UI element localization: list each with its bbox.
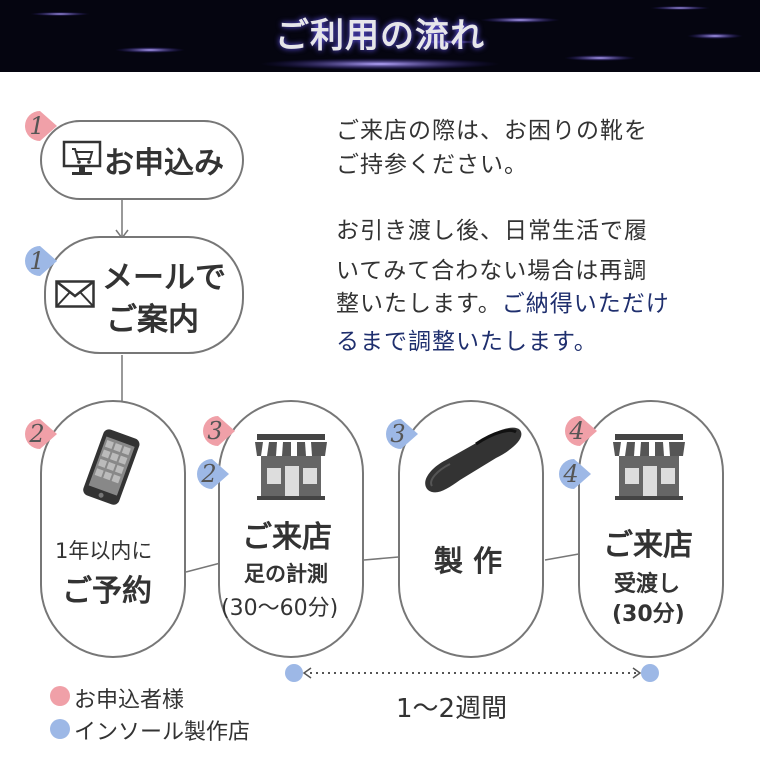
- note-line-3: お引き渡し後、日常生活で履: [336, 218, 648, 244]
- store-icon: [253, 430, 329, 506]
- step-make-label: 製 作: [434, 544, 503, 578]
- step-visit-line3: (30〜60分): [221, 596, 339, 621]
- step-reserve-badge: 2: [22, 416, 58, 452]
- step-visit-badge-pink: 3: [200, 413, 236, 449]
- note-line-4: いてみて合わない場合は再調: [336, 258, 648, 284]
- smartphone-icon: [74, 428, 148, 512]
- computer-cart-icon: [62, 140, 102, 182]
- step-reserve-line1: 1年以内に: [55, 539, 153, 563]
- step-apply-badge: 1: [22, 108, 58, 144]
- banner-light-streaks: [30, 6, 743, 70]
- step-mail-badge: 1: [22, 243, 58, 279]
- step-mail-line1: メールで: [102, 260, 226, 296]
- step-make-card: [398, 400, 544, 658]
- step-apply-label: お申込み: [104, 146, 224, 181]
- step-pickup-line2: 受渡し: [614, 572, 681, 597]
- legend-label-applicant: お申込者様: [74, 688, 185, 713]
- step-visit-line2: 足の計測: [244, 562, 328, 586]
- page-title: ご利用の流れ: [275, 16, 485, 56]
- step-mail-line2: ご案内: [106, 302, 199, 338]
- note-line-2: ご持参ください。: [336, 152, 528, 178]
- duration-end-dot: [641, 664, 659, 682]
- note-line-6: るまで調整いたします。: [336, 329, 598, 355]
- envelope-icon: [55, 280, 95, 312]
- step-visit-badge-blue: 2: [194, 456, 230, 492]
- duration-start-dot: [285, 664, 303, 682]
- note-line-5a: 整いたします。: [336, 291, 502, 317]
- step-pickup-badge-pink: 4: [562, 413, 598, 449]
- note-line-1: ご来店の際は、お困りの靴を: [336, 118, 648, 144]
- store-icon: [611, 430, 687, 506]
- step-pickup-card: [578, 400, 724, 658]
- step-pickup-badge-blue: 4: [556, 456, 592, 492]
- step-pickup-line1: ご来店: [603, 528, 693, 563]
- legend-label-maker: インソール製作店: [74, 720, 251, 745]
- note-line-5: 整いたします。ご納得いただけ: [336, 287, 670, 321]
- legend-dot-applicant: [50, 686, 70, 706]
- header-banner: ご利用の流れ: [0, 0, 760, 72]
- duration-label: 1〜2週間: [396, 694, 508, 724]
- step-make-badge: 3: [383, 416, 419, 452]
- insole-icon: [416, 420, 526, 504]
- step-reserve-line2: ご予約: [62, 574, 152, 609]
- legend-dot-maker: [50, 719, 70, 739]
- note-line-5b: ご納得いただけ: [501, 291, 670, 317]
- step-pickup-line3: (30分): [612, 602, 685, 627]
- step-visit-line1: ご来店: [242, 520, 332, 555]
